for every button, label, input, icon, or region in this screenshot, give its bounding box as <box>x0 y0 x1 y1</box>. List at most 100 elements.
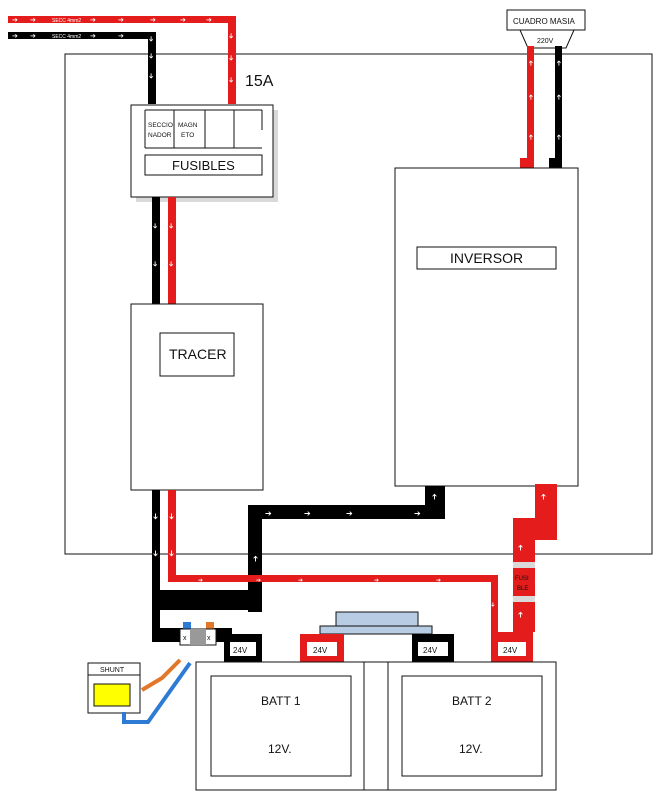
svg-text:➔: ➔ <box>555 94 563 100</box>
svg-text:➔: ➔ <box>180 16 186 24</box>
cuadro-masia-title: CUADRO MASIA <box>513 17 575 26</box>
svg-text:➔: ➔ <box>346 509 353 518</box>
tracer-label-frame <box>159 332 235 377</box>
battery-1-name: BATT 1 <box>261 694 301 708</box>
svg-text:➔: ➔ <box>167 223 175 229</box>
svg-text:➔: ➔ <box>30 32 36 40</box>
svg-text:➔: ➔ <box>436 577 441 584</box>
svg-text:➔: ➔ <box>414 509 421 518</box>
panel-tracer-black-wire <box>152 197 160 304</box>
inverter-positive-wire <box>513 484 557 632</box>
battery-2-voltage: 12V. <box>459 742 483 756</box>
inline-fuse-label-1: FUSI <box>515 576 529 582</box>
inline-fuse-bottom <box>513 596 535 602</box>
svg-text:➔: ➔ <box>374 577 379 584</box>
svg-text:➔: ➔ <box>151 223 159 229</box>
shunt-mark-left: x <box>183 635 187 642</box>
breaker-rating-label: 15A <box>245 73 274 90</box>
svg-text:➔: ➔ <box>265 509 272 518</box>
battery-bridge <box>319 611 433 635</box>
magneto-label-2: ETO <box>181 132 194 139</box>
panel-tracer-arrows: ➔ ➔ ➔ ➔ <box>151 223 175 267</box>
svg-text:➔: ➔ <box>516 611 525 618</box>
svg-text:➔: ➔ <box>167 550 176 557</box>
black-wire-label: SECC 4mm2 <box>52 34 81 40</box>
battery-1-voltage: 12V. <box>268 742 292 756</box>
magneto-label-1: MAGN <box>178 122 198 129</box>
cuadro-masia-voltage: 220V <box>537 38 554 45</box>
shunt-device <box>179 622 217 646</box>
terminal-3-label: 24V <box>423 646 438 655</box>
svg-text:➔: ➔ <box>12 16 18 24</box>
inversor-label: INVERSOR <box>450 250 523 266</box>
battery-terminals <box>224 632 533 662</box>
svg-text:➔: ➔ <box>151 550 160 557</box>
svg-text:➔: ➔ <box>151 513 160 520</box>
incoming-red-wire <box>8 16 236 104</box>
svg-text:➔: ➔ <box>167 513 176 520</box>
svg-text:➔: ➔ <box>227 55 235 61</box>
seccionador-label-2: NADOR <box>148 132 172 139</box>
dc-wire-arrows: ➔ ➔ ➔ ➔ ➔ ➔ ➔ ➔ ➔ ➔ ➔ ➔ ➔ ➔ ➔ ➔ ➔ ➔ ➔ <box>151 493 548 618</box>
cuadro-masia-box <box>506 9 586 49</box>
svg-text:➔: ➔ <box>527 60 535 66</box>
svg-text:➔: ➔ <box>167 261 175 267</box>
svg-text:➔: ➔ <box>489 602 496 607</box>
svg-text:➔: ➔ <box>147 73 155 79</box>
svg-text:➔: ➔ <box>147 53 155 59</box>
svg-text:➔: ➔ <box>304 509 311 518</box>
ac-black-wire <box>549 46 562 168</box>
svg-text:➔: ➔ <box>430 493 439 500</box>
svg-text:➔: ➔ <box>539 493 548 500</box>
shunt-mark-right: x <box>207 635 211 642</box>
panel-tracer-red-wire <box>168 197 176 304</box>
svg-text:➔: ➔ <box>298 577 303 584</box>
inversor-box <box>394 167 579 487</box>
svg-text:➔: ➔ <box>147 36 155 42</box>
svg-text:➔: ➔ <box>527 94 535 100</box>
shunt-sense-wires <box>122 658 192 724</box>
fusibles-label: FUSIBLES <box>172 158 235 173</box>
svg-text:➔: ➔ <box>516 544 525 551</box>
ac-wire-arrows: ➔ ➔ ➔ ➔ ➔ ➔ <box>527 60 563 140</box>
red-wire-label: SECC 4mm2 <box>52 18 81 24</box>
shunt-label: SHUNT <box>100 667 125 674</box>
svg-text:➔: ➔ <box>118 16 124 24</box>
svg-text:➔: ➔ <box>527 134 535 140</box>
tracer-label: TRACER <box>169 346 227 362</box>
svg-text:➔: ➔ <box>12 32 18 40</box>
svg-text:➔: ➔ <box>90 32 96 40</box>
svg-text:➔: ➔ <box>118 32 124 40</box>
svg-text:➔: ➔ <box>555 60 563 66</box>
breaker-panel <box>130 104 278 202</box>
inline-fuse-label-2: BLE <box>517 586 528 592</box>
tracer-box <box>130 303 264 491</box>
battery-2-name: BATT 2 <box>452 694 492 708</box>
inversor-label-frame <box>416 246 557 270</box>
incoming-wire-arrows: ➔ ➔ ➔ ➔ ➔ ➔ ➔ ➔ ➔ ➔ ➔ ➔ ➔ ➔ ➔ ➔ ➔ <box>12 16 235 83</box>
tracer-positive-wire <box>168 490 498 632</box>
shunt-monitor <box>87 662 141 714</box>
svg-text:➔: ➔ <box>151 261 159 267</box>
terminal-1-label: 24V <box>233 646 248 655</box>
svg-text:➔: ➔ <box>227 33 235 39</box>
terminal-4-label: 24V <box>503 646 518 655</box>
terminal-2-label: 24V <box>313 646 328 655</box>
svg-text:➔: ➔ <box>555 134 563 140</box>
svg-text:➔: ➔ <box>206 16 212 24</box>
svg-text:➔: ➔ <box>198 577 203 584</box>
svg-text:➔: ➔ <box>251 555 260 562</box>
seccionador-label-1: SECCIO <box>148 122 173 129</box>
svg-text:➔: ➔ <box>90 16 96 24</box>
enclosure-outline <box>64 53 653 555</box>
inverter-negative-wire <box>248 486 445 612</box>
inline-fuse-top <box>513 562 535 568</box>
svg-text:➔: ➔ <box>150 16 156 24</box>
svg-text:➔: ➔ <box>30 16 36 24</box>
incoming-black-wire <box>8 32 156 104</box>
tracer-negative-wire <box>152 490 262 642</box>
battery-1-panel <box>210 675 352 777</box>
svg-text:➔: ➔ <box>227 77 235 83</box>
svg-text:➔: ➔ <box>256 577 261 584</box>
